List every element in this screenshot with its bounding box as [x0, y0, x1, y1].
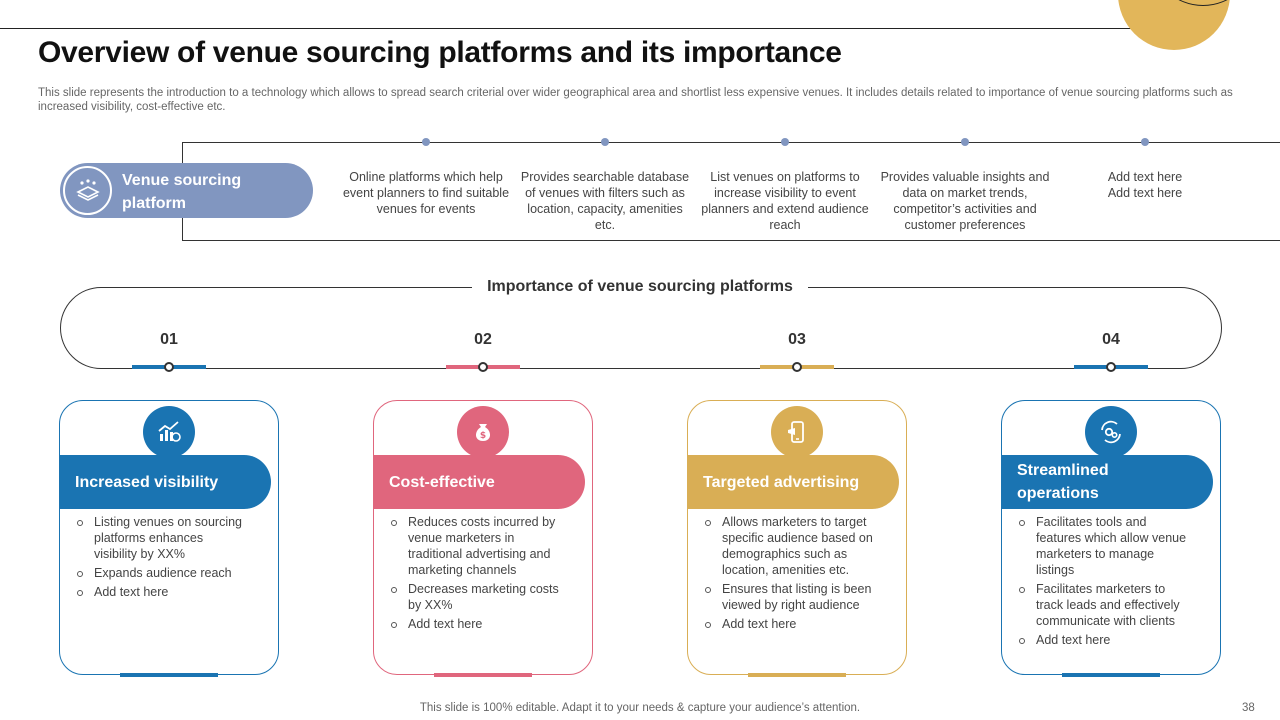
top-rule [0, 28, 1160, 29]
item-number-3: 03 [788, 331, 806, 348]
item-number-4: 04 [1102, 331, 1120, 348]
bullet: Add text here [76, 584, 246, 600]
item-dot-1 [164, 362, 174, 372]
bullet: Reduces costs incurred by venue marketer… [390, 514, 560, 578]
item-dot-2 [478, 362, 488, 372]
venue-column-3: List venues on platforms to increase vis… [701, 170, 869, 232]
venue-column-2: Provides searchable database of venues w… [520, 170, 690, 232]
card-bottom-bar-4 [1062, 673, 1160, 677]
venue-platform-icon [63, 166, 112, 215]
bullet: Add text here [390, 616, 560, 632]
item-dot-4 [1106, 362, 1116, 372]
item-bullets-1: Listing venues on sourcing platforms enh… [76, 514, 246, 603]
column-dot [781, 138, 789, 146]
importance-title-wrap: Importance of venue sourcing platforms [472, 276, 808, 298]
bullet: Facilitates marketers to track leads and… [1018, 581, 1188, 629]
bullet: Expands audience reach [76, 565, 246, 581]
item-heading-1: Increased visibility [75, 473, 219, 491]
item-number-2: 02 [474, 331, 492, 348]
gears-cycle-icon [1085, 406, 1137, 458]
footer-note: This slide is 100% editable. Adapt it to… [419, 702, 861, 714]
item-bullets-2: Reduces costs incurred by venue marketer… [390, 514, 560, 635]
item-heading-pill-3: Targeted advertising [687, 455, 899, 509]
venue-sourcing-label: Venue sourcing platform [122, 172, 242, 212]
column-dot [601, 138, 609, 146]
card-bottom-bar-1 [120, 673, 218, 677]
bullet: Allows marketers to target specific audi… [704, 514, 874, 578]
bullet: Add text here [704, 616, 874, 632]
item-bullets-4: Facilitates tools and features which all… [1018, 514, 1188, 651]
venue-sourcing-pill: Venue sourcing platform [60, 163, 313, 218]
bullet: Ensures that listing is been viewed by r… [704, 581, 874, 613]
bullet: Add text here [1018, 632, 1188, 648]
corner-decoration [1110, 0, 1280, 60]
venue-column-4: Provides valuable insights and data on m… [880, 170, 1050, 232]
mobile-ad-icon [771, 406, 823, 458]
money-bag-icon: $ [457, 406, 509, 458]
item-heading-2: Cost-effective [389, 473, 495, 491]
item-heading-pill-4: Streamlined operations [1001, 455, 1213, 509]
growth-chart-icon [143, 406, 195, 458]
bullet: Listing venues on sourcing platforms enh… [76, 514, 246, 562]
item-heading-pill-2: Cost-effective [373, 455, 585, 509]
column-dot [422, 138, 430, 146]
bullet: Decreases marketing costs by XX% [390, 581, 560, 613]
page-title: Overview of venue sourcing platforms and… [38, 36, 842, 69]
column-dot [961, 138, 969, 146]
column-dot [1141, 138, 1149, 146]
importance-frame [60, 287, 1222, 369]
gold-circle [1118, 0, 1230, 50]
card-bottom-bar-3 [748, 673, 846, 677]
item-heading-4: Streamlined operations [1017, 462, 1109, 502]
svg-text:$: $ [480, 431, 486, 441]
venue-column-1: Online platforms which help event planne… [342, 170, 510, 216]
card-bottom-bar-2 [434, 673, 532, 677]
venue-column-5: Add text here Add text here [1107, 170, 1183, 200]
item-dot-3 [792, 362, 802, 372]
item-number-1: 01 [160, 331, 178, 348]
page-subtitle: This slide represents the introduction t… [38, 87, 1233, 113]
page-number: 38 [1242, 702, 1255, 714]
importance-title: Importance of venue sourcing platforms [487, 278, 793, 295]
bullet: Facilitates tools and features which all… [1018, 514, 1188, 578]
item-heading-pill-1: Increased visibility [59, 455, 271, 509]
item-bullets-3: Allows marketers to target specific audi… [704, 514, 874, 635]
item-heading-3: Targeted advertising [703, 473, 860, 491]
